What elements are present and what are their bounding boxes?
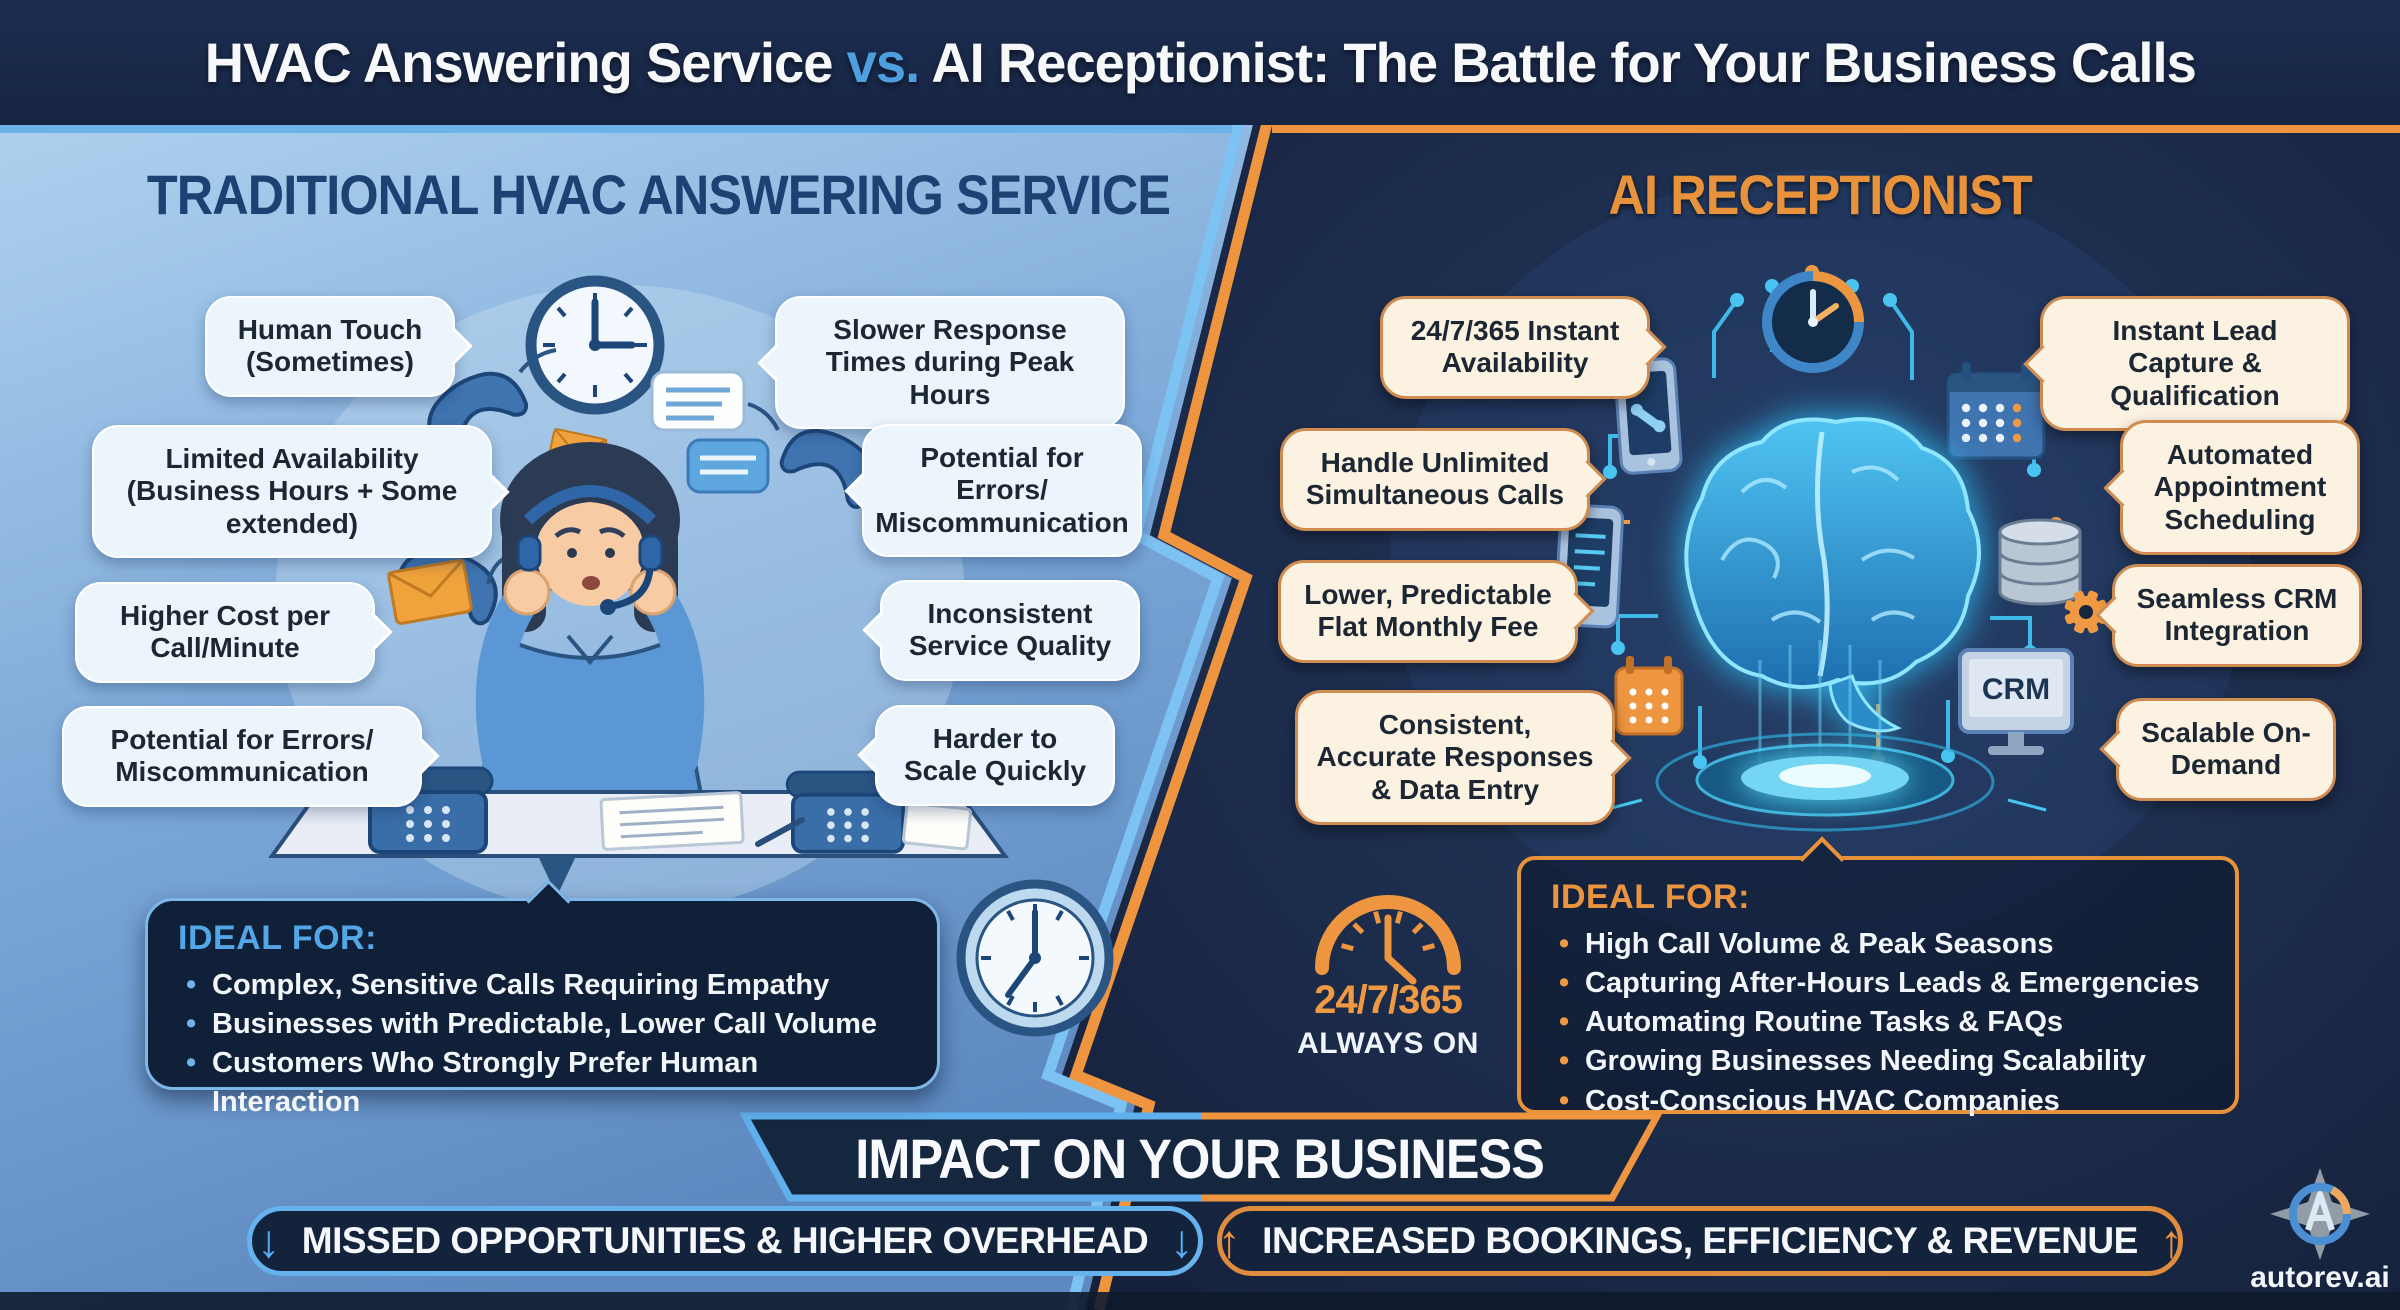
page-title: HVAC Answering Service vs. AI Receptioni… <box>204 30 2197 95</box>
wall-clock-icon <box>525 275 665 415</box>
ideal-for-item: Automating Routine Tasks & FAQs <box>1551 1003 2205 1042</box>
callout-crm-integration: Seamless CRM Integration <box>2112 564 2362 667</box>
ideal-for-box-traditional: IDEAL FOR: Complex, Sensitive Calls Requ… <box>145 898 940 1118</box>
missed-opportunities-bar: ↓ MISSED OPPORTUNITIES & HIGHER OVERHEAD… <box>247 1206 1203 1276</box>
heading-traditional-service: TRADITIONAL HVAC ANSWERING SERVICE <box>146 163 1171 226</box>
callout-consistent-responses: Consistent, Accurate Responses & Data En… <box>1295 690 1615 826</box>
always-on-badge: 24/7/365 ALWAYS ON <box>1288 978 1488 1061</box>
increased-bookings-bar: ↑ INCREASED BOOKINGS, EFFICIENCY & REVEN… <box>1217 1206 2183 1276</box>
ai-brain-icon <box>1684 417 1981 733</box>
impact-banner-title: IMPACT ON YOUR BUSINESS <box>855 1127 1546 1190</box>
callout-harder-to-scale: Harder to Scale Quickly <box>875 705 1115 806</box>
down-arrow-icon: ↓ <box>1170 1215 1193 1267</box>
up-arrow-icon: ↑ <box>2159 1215 2183 1267</box>
ideal-for-item: Customers Who Strongly Prefer Human Inte… <box>178 1044 907 1122</box>
brand-name: autorev.ai <box>2250 1261 2390 1294</box>
brand-block: autorev.ai <box>2245 1168 2395 1295</box>
calendar-icon <box>1946 362 2046 460</box>
callout-slower-response: Slower Response Times during Peak Hours <box>775 296 1125 430</box>
calendar-orange-icon <box>1614 656 1684 736</box>
callout-potential-errors: Potential for Errors/ Miscommunication <box>62 706 422 807</box>
callout-lead-capture: Instant Lead Capture & Qualification <box>2040 296 2350 432</box>
ideal-for-label: IDEAL FOR: <box>178 919 377 957</box>
heading-ai-receptionist: AI RECEPTIONIST <box>1608 163 2032 226</box>
ideal-for-item: Complex, Sensitive Calls Requiring Empat… <box>178 966 907 1005</box>
gear-icon <box>2064 590 2108 634</box>
up-arrow-icon: ↑ <box>1217 1215 1241 1267</box>
down-arrow-icon: ↓ <box>257 1215 280 1267</box>
callout-appointment-scheduling: Automated Appointment Scheduling <box>2120 420 2360 556</box>
ideal-for-item: Growing Businesses Needing Scalability <box>1551 1042 2205 1081</box>
crm-label: CRM <box>1982 673 2050 706</box>
ideal-for-list: Complex, Sensitive Calls Requiring Empat… <box>178 966 907 1123</box>
dual-tone-clock-icon <box>1762 271 1864 373</box>
missed-opportunities-label: MISSED OPPORTUNITIES & HIGHER OVERHEAD <box>301 1220 1149 1261</box>
callout-human-touch: Human Touch (Sometimes) <box>205 296 455 397</box>
ideal-for-item: Businesses with Predictable, Lower Call … <box>178 1005 907 1044</box>
callout-flat-fee: Lower, Predictable Flat Monthly Fee <box>1278 560 1578 663</box>
hologram-platform-icon <box>1603 640 2047 832</box>
chat-bubble-icon <box>650 370 770 494</box>
ideal-for-label: IDEAL FOR: <box>1551 878 1750 916</box>
title-part1: HVAC Answering Service <box>204 31 847 94</box>
analog-clock-icon <box>956 879 1114 1037</box>
title-vs: vs. <box>846 31 920 94</box>
desk <box>268 766 1009 858</box>
callout-higher-cost: Higher Cost per Call/Minute <box>75 582 375 683</box>
ideal-for-item: Cost-Conscious HVAC Companies <box>1551 1082 2205 1121</box>
callout-247-availability: 24/7/365 Instant Availability <box>1380 296 1650 399</box>
callout-limited-availability: Limited Availability (Business Hours + S… <box>92 425 492 559</box>
database-icon <box>1998 518 2082 606</box>
title-bar: HVAC Answering Service vs. AI Receptioni… <box>0 0 2400 125</box>
callout-inconsistent-quality: Inconsistent Service Quality <box>880 580 1140 681</box>
badge-247-label: 24/7/365 <box>1314 978 1463 1022</box>
envelope-icon <box>386 558 474 626</box>
ideal-for-item: Capturing After-Hours Leads & Emergencie… <box>1551 964 2205 1003</box>
always-on-clock-icon <box>1315 895 1461 985</box>
callout-scalable: Scalable On-Demand <box>2116 698 2336 801</box>
ideal-for-item: High Call Volume & Peak Seasons <box>1551 925 2205 964</box>
impact-banner-shape <box>745 1116 1657 1198</box>
receptionist-figure <box>475 442 705 802</box>
title-part2: AI Receptionist: The Battle for Your Bus… <box>918 31 2197 94</box>
badge-always-on-label: ALWAYS ON <box>1297 1027 1479 1060</box>
crm-monitor-icon: CRM <box>1958 648 2074 755</box>
callout-unlimited-calls: Handle Unlimited Simultaneous Calls <box>1280 428 1590 531</box>
ideal-for-list: High Call Volume & Peak Seasons Capturin… <box>1551 925 2205 1121</box>
callout-potential-errors-2: Potential for Errors/ Miscommunication <box>862 424 1142 558</box>
increased-bookings-label: INCREASED BOOKINGS, EFFICIENCY & REVENUE <box>1262 1220 2138 1261</box>
autorev-compass-logo <box>2270 1168 2370 1260</box>
ideal-for-box-ai: IDEAL FOR: High Call Volume & Peak Seaso… <box>1517 856 2239 1121</box>
